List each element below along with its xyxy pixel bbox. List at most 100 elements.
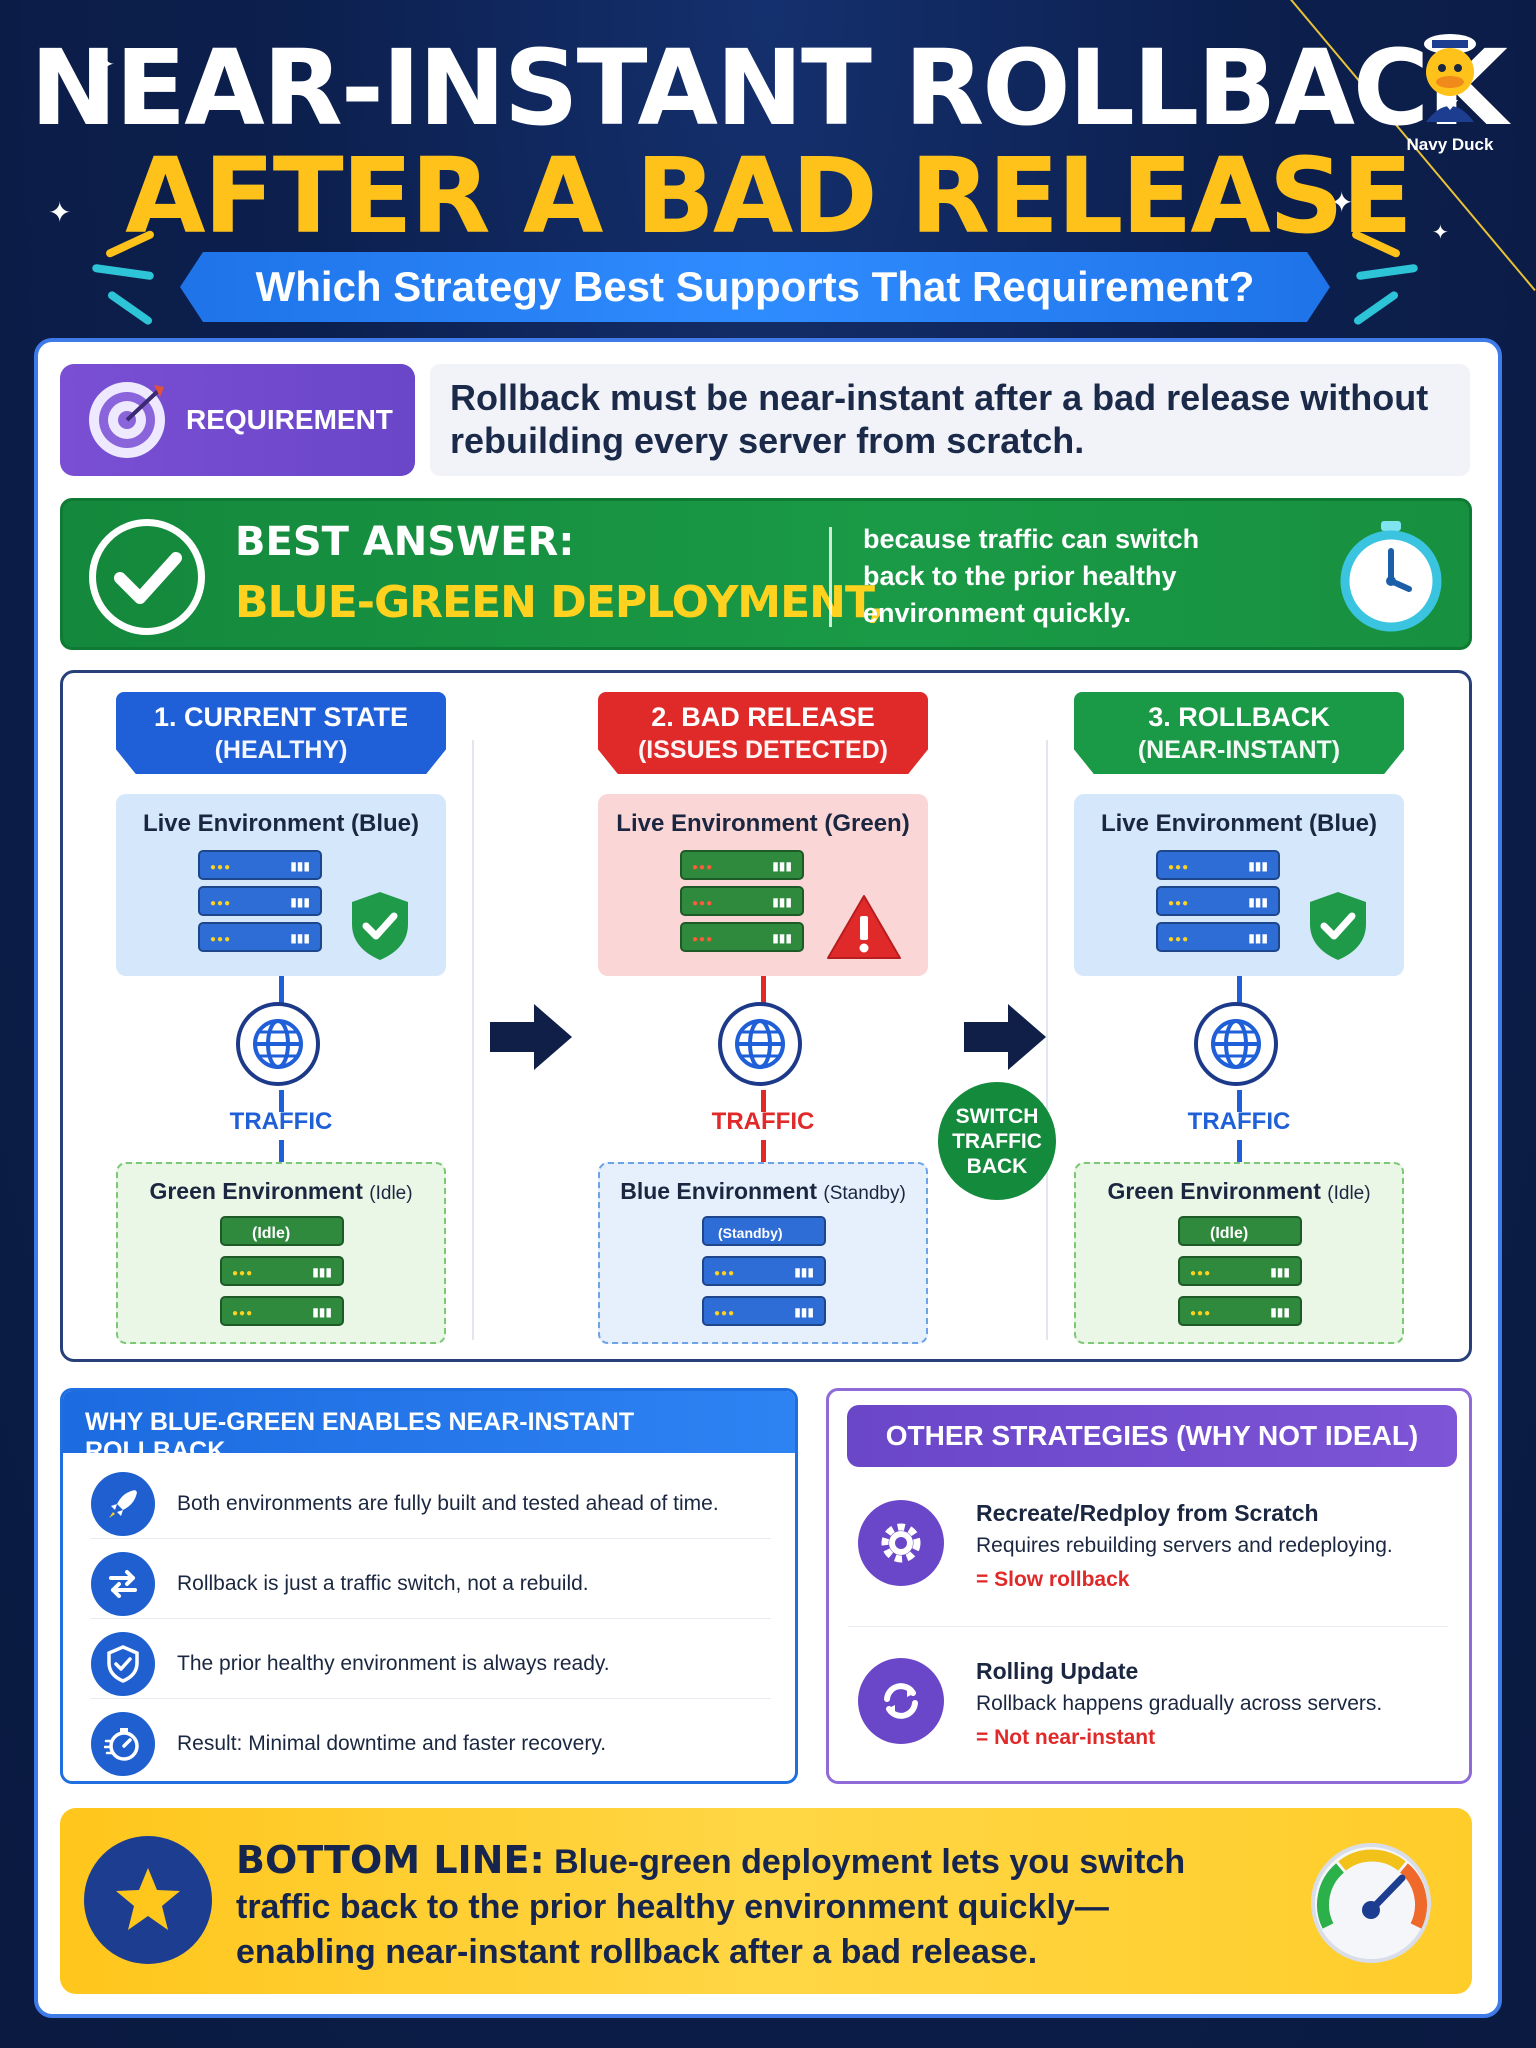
why-blue-green-box: WHY BLUE-GREEN ENABLES NEAR-INSTANT ROLL… (60, 1388, 798, 1784)
page-title-line2: AFTER A BAD RELEASE (125, 135, 1413, 257)
decorative-ray (1352, 289, 1400, 327)
strategy-description: Requires rebuilding servers and redeploy… (976, 1534, 1393, 1557)
stage-1-subtitle: (HEALTHY) (214, 736, 348, 764)
stage-2-standby-label: Blue Environment (620, 1178, 818, 1204)
mascot-logo: Navy Duck (1400, 30, 1500, 155)
shield-check-icon (352, 892, 408, 960)
stopwatch-icon (1331, 515, 1451, 640)
rocket-icon (91, 1471, 155, 1536)
subtitle-banner: Which Strategy Best Supports That Requir… (180, 252, 1330, 322)
switch-traffic-back-badge: SWITCH TRAFFIC BACK (938, 1082, 1056, 1200)
stage-1-live-label: Live Environment (Blue) (142, 810, 420, 837)
best-answer-heading: BEST ANSWER: (235, 519, 575, 565)
why-item-text: Result: Minimal downtime and faster reco… (177, 1732, 607, 1755)
traffic-line (761, 1090, 766, 1112)
server-icon: ●●●▮▮▮ (1178, 1296, 1302, 1326)
shield-check-icon (1310, 892, 1366, 960)
page-title-line1: NEAR-INSTANT ROLLBACK (30, 27, 1508, 149)
column-separator (1046, 740, 1048, 1340)
traffic-line (279, 976, 284, 1004)
swap-arrows-icon (91, 1551, 155, 1616)
divider (829, 527, 832, 627)
stage-1-standby-environment: Green Environment (Idle) (Idle) ●●●▮▮▮ ●… (116, 1162, 446, 1344)
stage-2-subtitle: (ISSUES DETECTED) (637, 736, 889, 764)
target-icon (89, 382, 165, 458)
shield-check-icon (91, 1631, 155, 1696)
server-icon: ●●●▮▮▮ (198, 886, 322, 916)
divider (848, 1626, 1448, 1627)
server-icon: (Idle) (1178, 1216, 1302, 1246)
stage-1-title: 1. CURRENT STATE (153, 702, 408, 732)
list-item: The prior healthy environment is always … (91, 1629, 771, 1699)
sparkle-icon: ✦ (92, 49, 116, 80)
stage-3-traffic-label: TRAFFIC (1187, 1108, 1291, 1135)
other-box-title: OTHER STRATEGIES (WHY NOT IDEAL) (847, 1405, 1457, 1467)
strategy-item-recreate: Recreate/Redploy from Scratch Requires r… (858, 1500, 1448, 1610)
strategy-description: Rollback happens gradually across server… (976, 1692, 1383, 1715)
why-item-text: Both environments are fully built and te… (177, 1491, 719, 1515)
server-icon: (Idle) (220, 1216, 344, 1246)
server-icon: ●●●▮▮▮ (702, 1296, 826, 1326)
why-item-text: The prior healthy environment is always … (177, 1651, 610, 1675)
strategy-title: Recreate/Redploy from Scratch (976, 1500, 1319, 1526)
decorative-ray (1355, 263, 1419, 281)
why-item-text: Rollback is just a traffic switch, not a… (177, 1571, 589, 1595)
star-icon (84, 1836, 212, 1964)
requirement-badge: REQUIREMENT (60, 364, 415, 476)
arrow-right-icon (490, 1004, 572, 1070)
traffic-line (1237, 1090, 1242, 1112)
warning-icon (827, 895, 901, 959)
mascot-label: Navy Duck (1406, 135, 1494, 154)
server-inner-label: (Idle) (252, 1225, 291, 1242)
stage-2-traffic-label: TRAFFIC (711, 1108, 815, 1135)
server-icon: ●●●▮▮▮ (680, 850, 804, 880)
list-item: Both environments are fully built and te… (91, 1469, 771, 1539)
stage-2-live-label: Live Environment (Green) (616, 810, 910, 837)
traffic-line (761, 976, 766, 1004)
list-item: Rollback is just a traffic switch, not a… (91, 1549, 771, 1619)
server-icon: (Standby) (702, 1216, 826, 1246)
stage-2-standby-state: (Standby) (823, 1183, 906, 1204)
list-item: Result: Minimal downtime and faster reco… (91, 1709, 771, 1779)
traffic-line (279, 1140, 284, 1162)
server-icon: ●●●▮▮▮ (680, 886, 804, 916)
server-icon: ●●●▮▮▮ (1156, 922, 1280, 952)
server-icon: ●●●▮▮▮ (198, 850, 322, 880)
server-inner-label: (Idle) (1210, 1225, 1249, 1242)
traffic-line (1237, 976, 1242, 1004)
traffic-line (761, 1140, 766, 1162)
subtitle-text: Which Strategy Best Supports That Requir… (255, 263, 1255, 310)
stage-1-live-environment: Live Environment (Blue) ●●●▮▮▮ ●●●▮▮▮ ●●… (116, 794, 446, 976)
requirement-label: REQUIREMENT (186, 404, 393, 435)
best-answer-banner: BEST ANSWER: BLUE-GREEN DEPLOYMENT, beca… (60, 498, 1472, 650)
stage-1-standby-label: Green Environment (149, 1178, 363, 1204)
stage-3-subtitle: (NEAR-INSTANT) (1137, 736, 1341, 764)
server-icon: ●●●▮▮▮ (680, 922, 804, 952)
traffic-line (279, 1090, 284, 1112)
globe-icon (718, 1002, 802, 1086)
check-circle-icon (89, 519, 205, 635)
strategy-item-rolling-update: Rolling Update Rollback happens graduall… (858, 1658, 1448, 1768)
stage-1-header: 1. CURRENT STATE (HEALTHY) (116, 692, 446, 774)
stage-3-header: 3. ROLLBACK (NEAR-INSTANT) (1074, 692, 1404, 774)
server-inner-label: (Standby) (718, 1225, 783, 1241)
server-icon: ●●●▮▮▮ (220, 1296, 344, 1326)
server-icon: ●●●▮▮▮ (198, 922, 322, 952)
bottom-line-label: BOTTOM LINE: (236, 1838, 545, 1882)
sparkle-icon: ✦ (1330, 187, 1354, 218)
speedometer-icon (1306, 1838, 1436, 1973)
best-answer-reason: because traffic can switch back to the p… (863, 524, 1200, 628)
stage-2-title: 2. BAD RELEASE (651, 702, 875, 732)
switch-badge-line3: BACK (966, 1155, 1028, 1178)
why-box-title: WHY BLUE-GREEN ENABLES NEAR-INSTANT ROLL… (63, 1391, 795, 1465)
bottom-line-body: Blue-green deployment lets you switch tr… (236, 1843, 1186, 1971)
stage-3-title: 3. ROLLBACK (1148, 702, 1330, 732)
bottom-line-banner: BOTTOM LINE: Blue-green deployment lets … (60, 1808, 1472, 1994)
stage-2-header: 2. BAD RELEASE (ISSUES DETECTED) (598, 692, 928, 774)
decorative-ray (106, 289, 154, 327)
gear-icon (858, 1500, 944, 1586)
rolling-arrows-icon (858, 1658, 944, 1744)
globe-icon (1194, 1002, 1278, 1086)
arrow-right-icon (964, 1004, 1046, 1070)
server-icon: ●●●▮▮▮ (220, 1256, 344, 1286)
